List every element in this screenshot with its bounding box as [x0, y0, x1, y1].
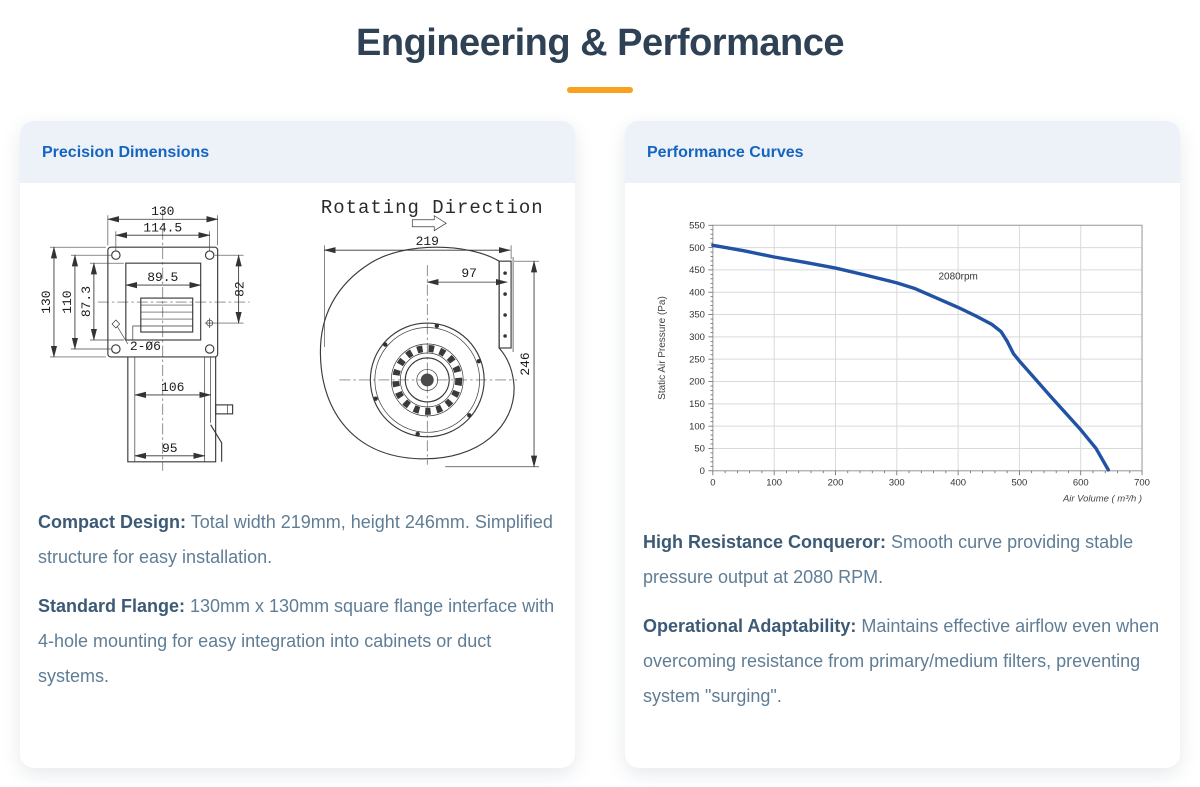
dim-label-hole-spacing-h: 114.5	[143, 221, 182, 236]
dim-label-total-height: 246	[518, 352, 533, 375]
feature-lead: Standard Flange:	[38, 596, 186, 617]
performance-chart: 0 100 200 300 400 500 600 700 0 50 100 150 200 250 300…	[643, 209, 1162, 511]
page-title: Engineering & Performance	[356, 22, 844, 64]
side-volute-view: Rotating Direction	[319, 197, 544, 468]
dimension-drawing-svg: 2-Ø6 130 114.5 89.5	[39, 197, 544, 471]
technical-drawing: 2-Ø6 130 114.5 89.5	[38, 195, 557, 491]
feature-text: 130mm x 130mm square flange interface wi…	[38, 596, 555, 687]
svg-text:100: 100	[689, 421, 705, 432]
svg-text:150: 150	[689, 399, 705, 410]
precision-dimensions-header: Precision Dimensions	[20, 121, 575, 183]
svg-text:200: 200	[689, 377, 705, 388]
dim-label-width-outer: 130	[151, 204, 174, 219]
svg-text:300: 300	[889, 478, 905, 489]
dim-label-height-outer: 130	[39, 290, 54, 313]
accent-divider	[567, 87, 633, 93]
dim-label-total-width: 219	[416, 234, 439, 249]
performance-curves-header: Performance Curves	[625, 121, 1180, 183]
front-flange-view: 2-Ø6 130 114.5 89.5	[39, 204, 250, 471]
dim-label-right-span: 82	[233, 281, 248, 297]
feature-lead: High Resistance Conqueror:	[643, 532, 887, 552]
dim-label-base-width: 95	[162, 441, 178, 456]
svg-text:300: 300	[689, 332, 705, 343]
svg-text:50: 50	[694, 444, 705, 455]
performance-curves-title: Performance Curves	[647, 144, 804, 161]
svg-text:Air Volume ( m³/h ): Air Volume ( m³/h )	[1062, 494, 1142, 505]
svg-text:200: 200	[828, 478, 844, 489]
svg-text:0: 0	[700, 466, 705, 477]
svg-text:2080rpm: 2080rpm	[938, 272, 977, 283]
precision-dimensions-card: Precision Dimensions	[20, 121, 575, 768]
performance-chart-svg: 0 100 200 300 400 500 600 700 0 50 100 150 200 250 300…	[657, 220, 1150, 505]
feature-paragraph-high-resistance: High Resistance Conqueror: Smooth curve …	[643, 525, 1162, 595]
svg-text:100: 100	[766, 478, 782, 489]
performance-curves-body: 0 100 200 300 400 500 600 700 0 50 100 150 200 250 300…	[625, 183, 1180, 768]
svg-text:400: 400	[689, 287, 705, 298]
feature-lead: Compact Design:	[38, 512, 187, 532]
svg-text:400: 400	[950, 478, 966, 489]
svg-text:0: 0	[710, 478, 715, 489]
feature-paragraph-standard-flange: Standard Flange: 130mm x 130mm square fl…	[38, 589, 557, 694]
svg-text:450: 450	[689, 265, 705, 276]
svg-text:250: 250	[689, 354, 705, 365]
precision-dimensions-title: Precision Dimensions	[42, 144, 210, 161]
feature-text: Maintains effective airflow even when ov…	[643, 616, 1160, 707]
svg-text:350: 350	[689, 310, 705, 321]
rotating-direction-arrow-icon	[411, 215, 447, 232]
dim-label-opening-width: 89.5	[147, 270, 178, 285]
feature-paragraph-operational-adaptability: Operational Adaptability: Maintains effe…	[643, 609, 1162, 714]
dim-label-opening-height: 87.3	[79, 286, 94, 317]
rotating-direction-label: Rotating Direction	[321, 197, 544, 219]
dim-label-body-width: 106	[161, 380, 184, 395]
dim-label-hole-spacing-v: 110	[60, 290, 75, 313]
feature-lead: Operational Adaptability:	[643, 616, 857, 637]
precision-dimensions-body: 2-Ø6 130 114.5 89.5	[20, 183, 575, 768]
svg-text:600: 600	[1073, 478, 1089, 489]
feature-text: Total width 219mm, height 246mm. Simplif…	[38, 512, 553, 568]
cards-row: Precision Dimensions	[0, 121, 1200, 768]
svg-text:700: 700	[1134, 478, 1150, 489]
feature-paragraph-compact-design: Compact Design: Total width 219mm, heigh…	[38, 505, 557, 575]
dim-label-hole-callout: 2-Ø6	[130, 339, 161, 354]
dim-label-center-to-outlet: 97	[461, 266, 477, 281]
svg-text:500: 500	[689, 243, 705, 254]
svg-text:500: 500	[1012, 478, 1028, 489]
svg-text:550: 550	[689, 220, 705, 231]
feature-text: Smooth curve providing stable pressure o…	[643, 532, 1134, 588]
svg-text:Static Air Pressure (Pa): Static Air Pressure (Pa)	[657, 296, 668, 400]
